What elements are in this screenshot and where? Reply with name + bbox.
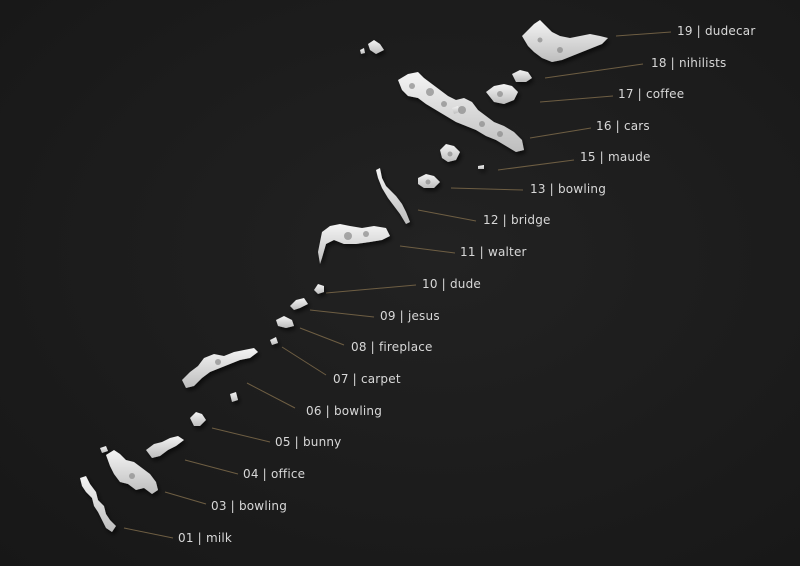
leader-line-01 — [123, 527, 174, 539]
islet-stray-c — [452, 106, 460, 114]
label-06-bowling: 06 | bowling — [306, 404, 383, 418]
island-11-walter — [318, 224, 390, 264]
island-19-dudecar — [522, 20, 608, 62]
leader-line-10 — [325, 284, 417, 294]
leader-line-08 — [299, 327, 345, 346]
leader-line-11 — [399, 245, 456, 254]
leader-line-07 — [281, 346, 327, 376]
label-03-bowling: 03 | bowling — [211, 499, 288, 513]
island-07-carpet — [270, 337, 278, 345]
label-09-jesus: 09 | jesus — [380, 309, 440, 323]
leader-line-03 — [164, 491, 207, 505]
island-01-milk — [80, 476, 116, 532]
label-01-milk: 01 | milk — [178, 531, 233, 545]
label-13-bowling: 13 | bowling — [530, 182, 607, 196]
leader-line-13 — [450, 187, 524, 191]
label-08-fireplace: 08 | fireplace — [351, 340, 433, 354]
island-18-nihilists — [512, 70, 532, 82]
leader-line-09 — [309, 309, 375, 318]
island-04-office — [146, 436, 184, 458]
leader-line-15 — [497, 159, 575, 171]
island-15-islet — [478, 165, 484, 169]
leader-line-19 — [615, 31, 672, 37]
island-12-bridge — [376, 168, 410, 224]
island-09-jesus — [290, 298, 308, 310]
islands — [80, 20, 608, 532]
leader-line-18 — [544, 63, 644, 79]
label-12-bridge: 12 | bridge — [483, 213, 551, 227]
leader-line-16 — [529, 127, 592, 139]
island-03-islet — [100, 446, 108, 453]
island-05-islet — [230, 392, 238, 402]
label-17-coffee: 17 | coffee — [618, 87, 685, 101]
label-11-walter: 11 | walter — [460, 245, 527, 259]
label-16-cars: 16 | cars — [596, 119, 650, 133]
leader-line-04 — [184, 459, 239, 475]
island-08-fireplace — [276, 316, 294, 328]
label-19-dudecar: 19 | dudecar — [677, 24, 756, 38]
label-07-carpet: 07 | carpet — [333, 372, 401, 386]
label-15-maude: 15 | maude — [580, 150, 651, 164]
label-10-dude: 10 | dude — [422, 277, 481, 291]
label-18-nihilists: 18 | nihilists — [651, 56, 727, 70]
island-texture — [129, 37, 563, 479]
label-04-office: 04 | office — [243, 467, 306, 481]
leader-line-17 — [539, 95, 614, 103]
islet-stray-a — [368, 40, 384, 54]
label-05-bunny: 05 | bunny — [275, 435, 342, 449]
island-10-dude — [314, 284, 324, 294]
leader-line-12 — [417, 209, 477, 222]
island-06-bowling — [182, 348, 258, 388]
leader-lines — [123, 31, 672, 539]
island-05-bunny — [190, 412, 206, 426]
leader-line-05 — [211, 427, 271, 443]
island-03-bowling — [106, 450, 158, 494]
islet-stray-b — [360, 48, 365, 54]
leader-line-06 — [246, 382, 296, 409]
